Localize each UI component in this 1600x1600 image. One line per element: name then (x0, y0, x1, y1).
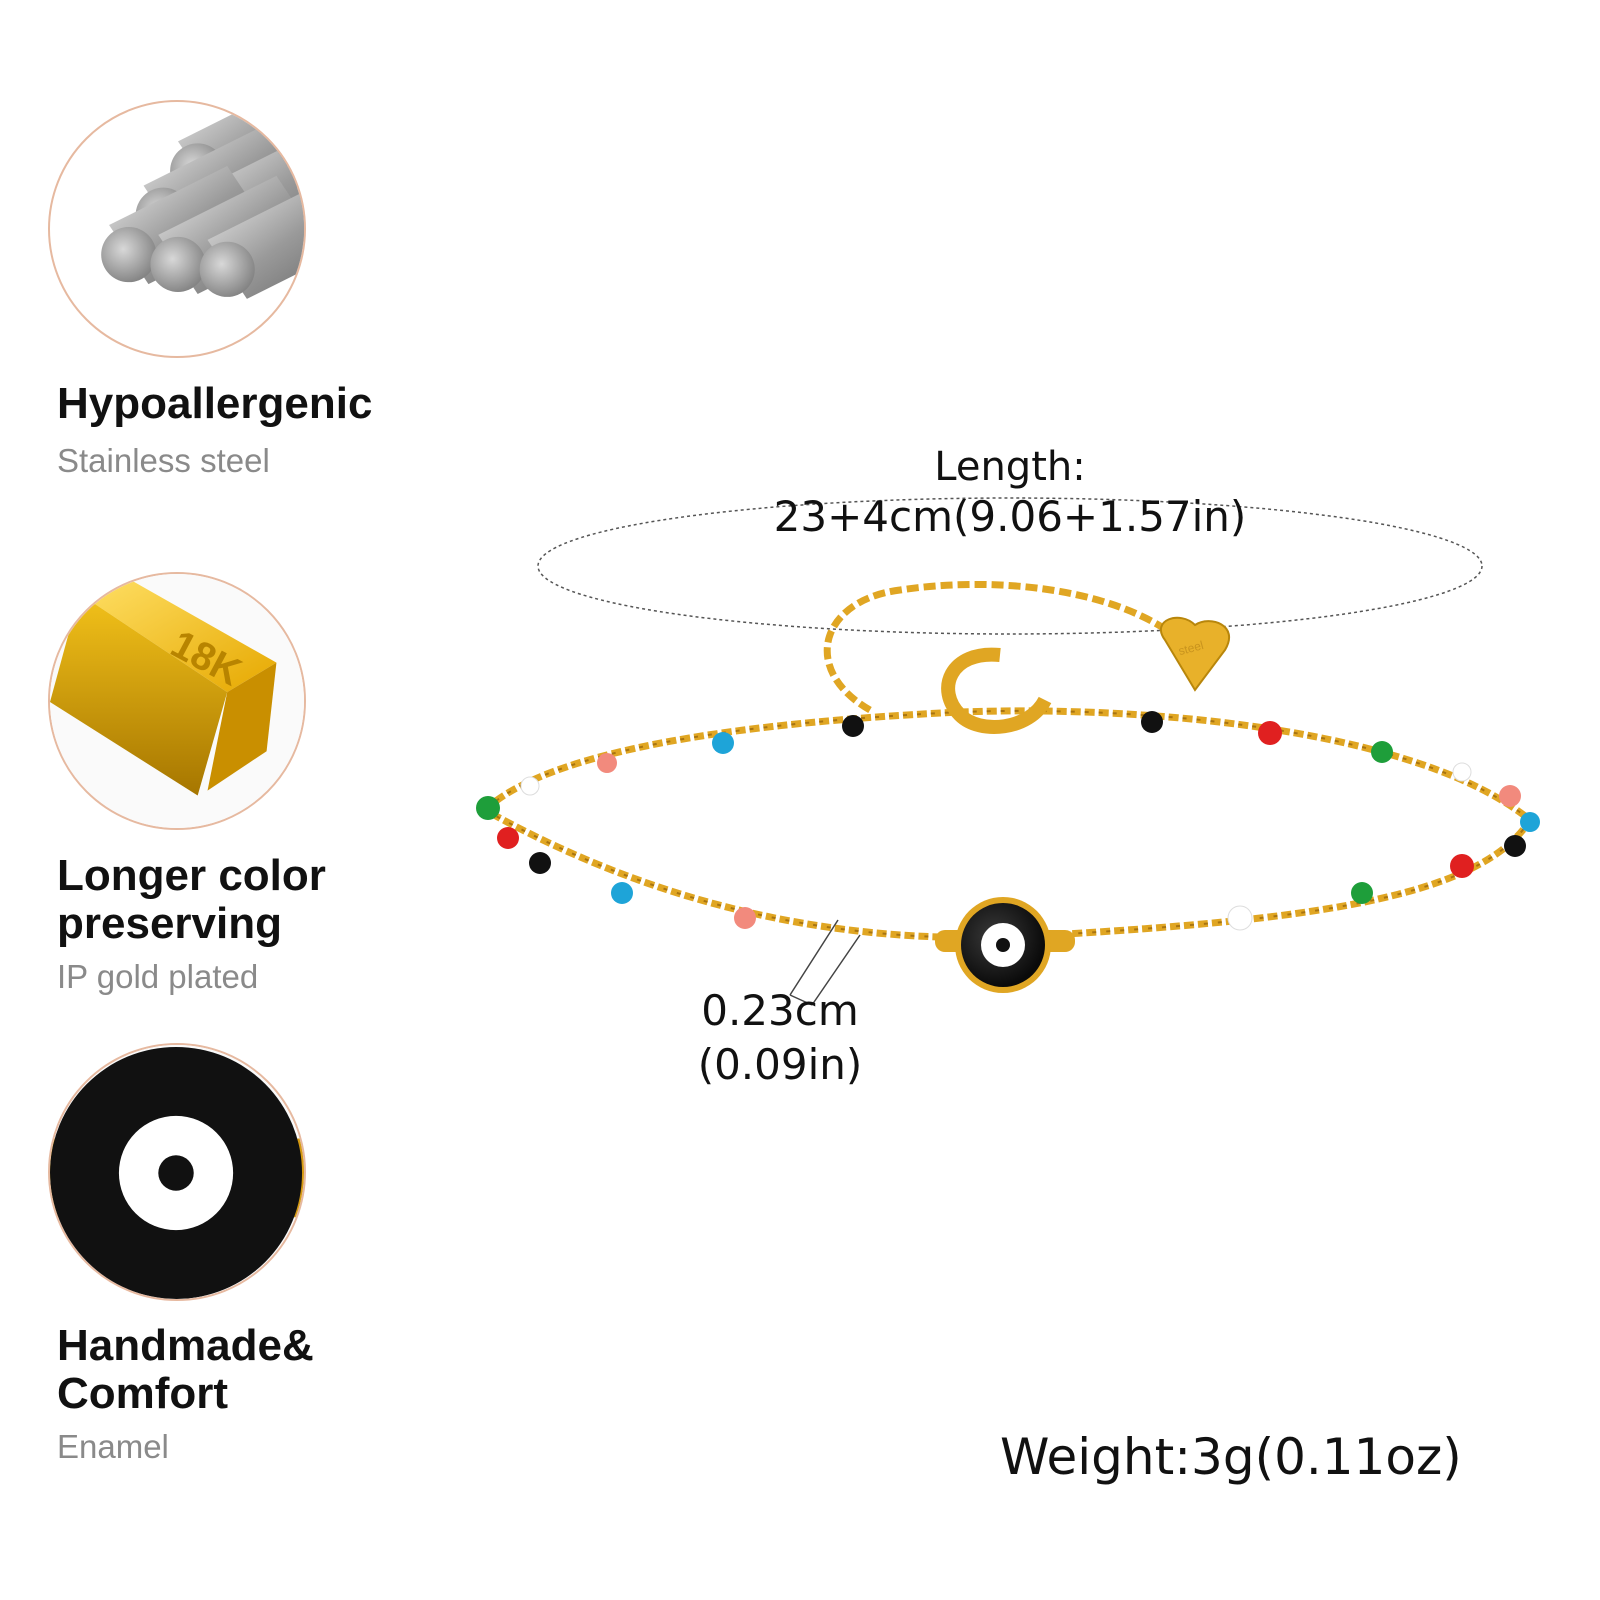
feature-subtitle-enamel: Enamel (57, 1428, 169, 1465)
evil-eye-charm (935, 897, 1075, 993)
evil-eye-charm-icon (50, 1045, 304, 1299)
lobster-clasp (941, 647, 1052, 734)
heart-tag (1160, 616, 1230, 692)
feature-title-color-preserving: Longer color preserving (57, 851, 326, 948)
feature-subtitle-gold-plated: IP gold plated (57, 958, 259, 995)
feature-title-handmade-comfort: Handmade& Comfort (57, 1321, 314, 1418)
length-guide-ellipse (537, 497, 1483, 635)
length-value: 23+4cm(9.06+1.57in) (773, 492, 1247, 541)
enamel-beads (476, 711, 1540, 931)
steel-feature-circle (48, 100, 306, 358)
heart-tag-text: steel (1177, 638, 1205, 658)
feature-subtitle-steel: Stainless steel (57, 442, 270, 479)
feature-title-hypoallergenic: Hypoallergenic (57, 379, 373, 428)
width-value: 0.23cm (701, 986, 859, 1035)
width-indicator (789, 919, 861, 1006)
length-label: Length: (934, 444, 1086, 490)
enamel-feature-circle (48, 1043, 306, 1301)
gold-bar-icon: 18K (50, 574, 304, 828)
steel-rods-icon (101, 102, 304, 299)
extender-chain (823, 580, 1183, 714)
weight-label: Weight:3g(0.11oz) (1000, 1428, 1462, 1486)
gold-feature-circle: 18K (48, 572, 306, 830)
width-value-inches: (0.09in) (697, 1040, 863, 1089)
